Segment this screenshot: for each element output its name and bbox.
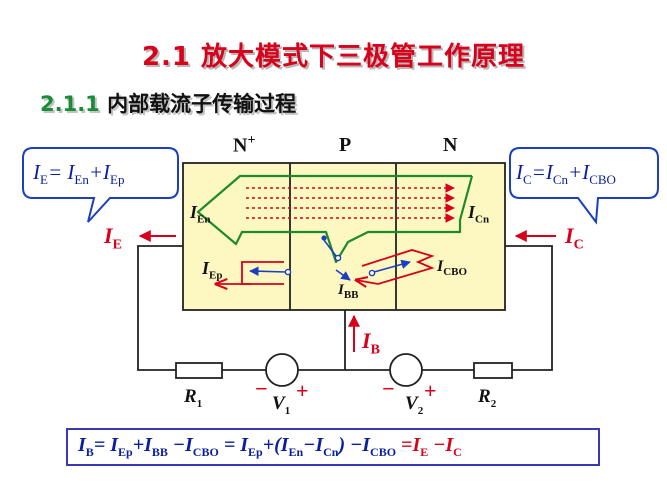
electron-arrows [246, 183, 455, 223]
label-ic: IC [565, 223, 584, 253]
resistor-r2 [473, 362, 513, 379]
page-title: 2.1 放大模式下三极管工作原理 [141, 42, 526, 72]
section-heading: 内部载流子传输过程 [107, 92, 297, 116]
iep-hole [284, 268, 292, 276]
label-ib: IB [362, 328, 380, 358]
v1-minus-sign: − [255, 376, 268, 401]
icbo-envelope [361, 249, 435, 285]
region-emitter-label: N+ [233, 133, 256, 157]
ibb-hole [334, 254, 342, 262]
label-icn: ICn [468, 202, 490, 226]
label-ie: IE [104, 223, 122, 253]
iep-hole-envelope [241, 261, 284, 285]
label-iep: IEp [202, 258, 223, 282]
label-icbo: ICBO [437, 258, 468, 279]
electron-flow-envelope-tail [458, 175, 474, 221]
callout-ie-equation: IE= IEn+IEp [33, 160, 125, 188]
ibb-carrier-1 [323, 239, 337, 257]
region-collector-label: N [443, 134, 458, 156]
label-ien: IEn [190, 202, 211, 226]
base-current-formula-box: IB= IEp+IBB −ICBO = IEp+(IEn−ICn) −ICBO … [66, 428, 600, 466]
icbo-arrow [356, 280, 379, 284]
v2-plus-sign: + [424, 378, 437, 403]
label-v1: V1 [272, 393, 291, 417]
source-v1 [265, 353, 299, 387]
iep-carrier [249, 266, 287, 277]
section-number: 2.1.1 [40, 92, 100, 116]
label-v2: V2 [405, 393, 424, 417]
label-ibb: IBB [338, 282, 359, 301]
ibb-electron [321, 235, 327, 241]
v2-minus-sign: − [382, 376, 395, 401]
callout-bubble-left [22, 147, 179, 223]
resistor-r1 [175, 362, 223, 379]
label-r2: R2 [478, 386, 497, 410]
external-circuit [137, 245, 553, 371]
section-subtitle: 2.1.1 内部载流子传输过程 [40, 88, 296, 118]
ibb-arrow [335, 269, 351, 281]
v1-plus-sign: + [296, 378, 309, 403]
label-r1: R1 [184, 386, 203, 410]
base-current-formula: IB= IEp+IBB −ICBO = IEp+(IEn−ICn) −ICBO … [78, 434, 462, 459]
electron-flow-envelope [196, 174, 472, 264]
icbo-hole [368, 269, 376, 277]
callout-bubble-right [509, 147, 659, 225]
source-v2 [389, 353, 423, 387]
region-base-label: P [339, 134, 352, 156]
callout-ic-equation: IC=ICn+ICBO [516, 160, 616, 188]
icbo-carrier [373, 259, 411, 273]
